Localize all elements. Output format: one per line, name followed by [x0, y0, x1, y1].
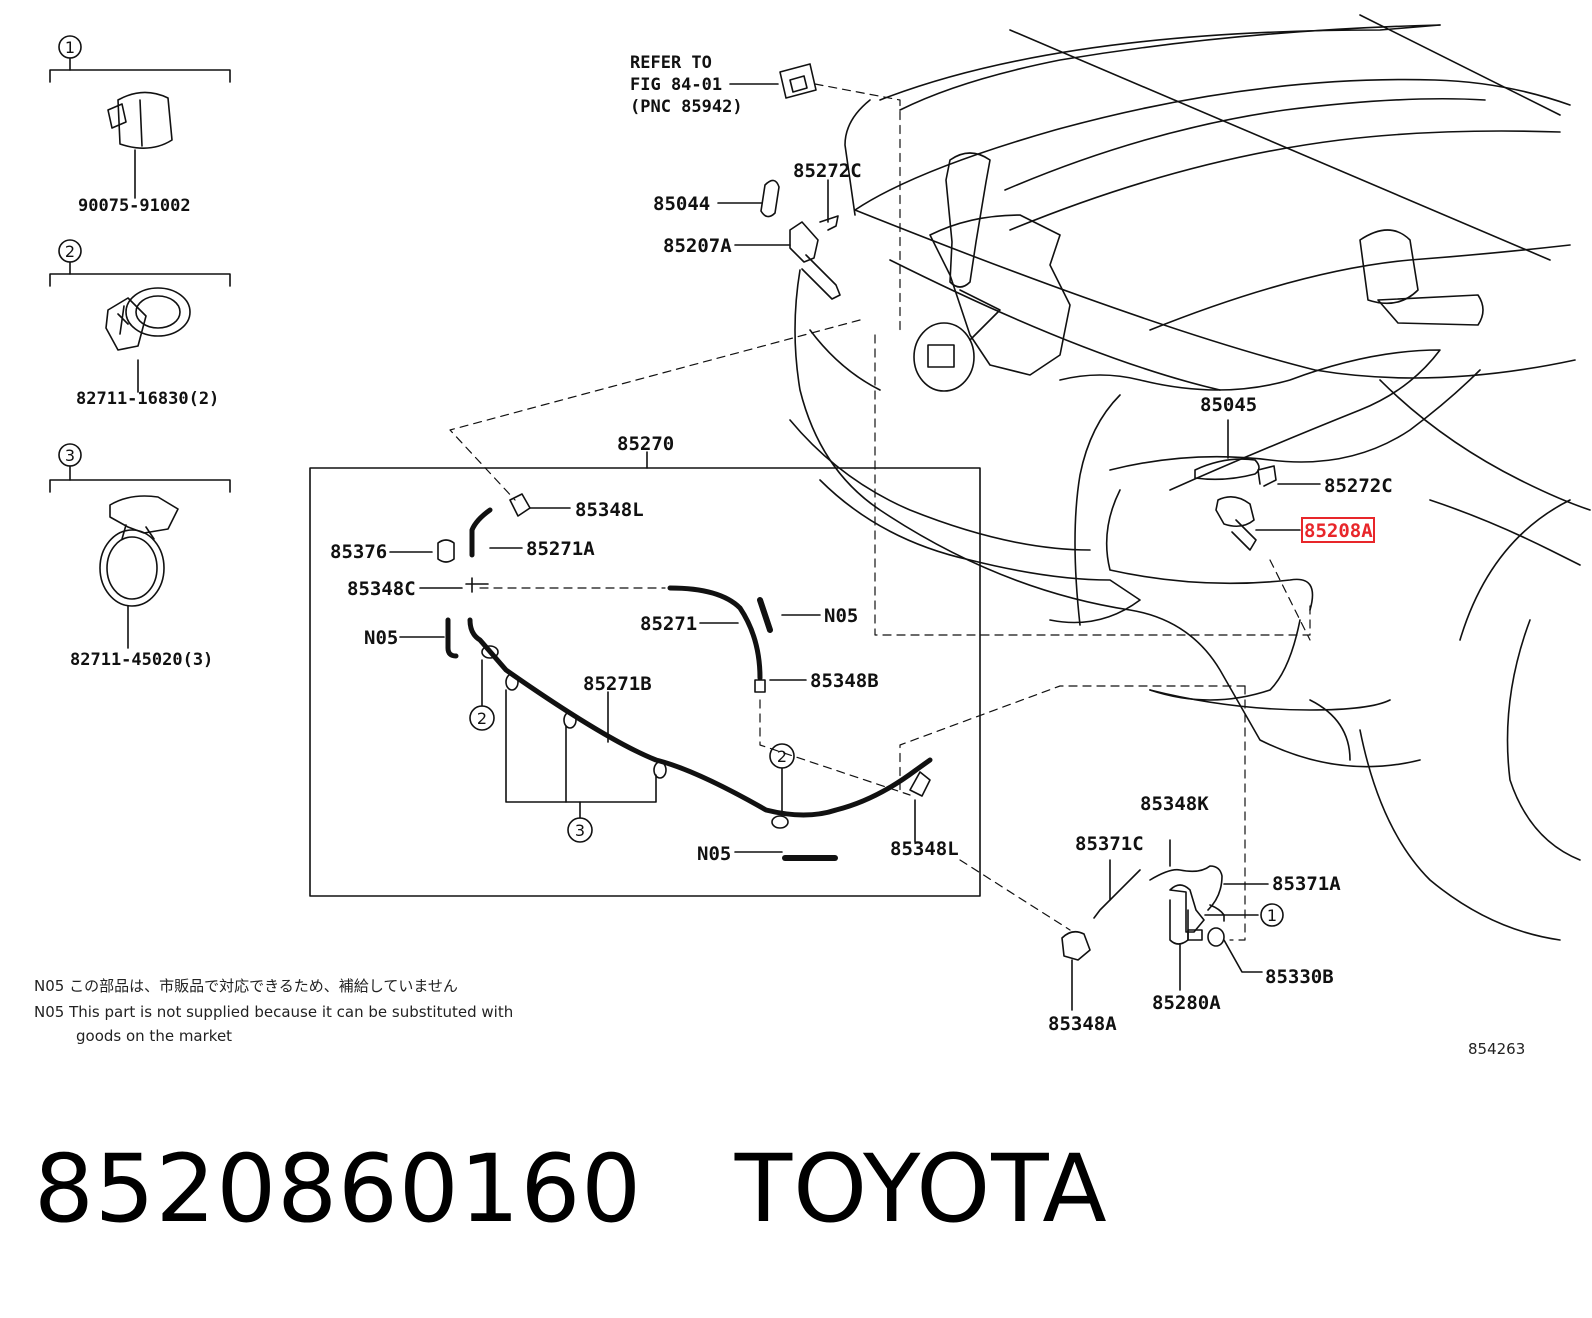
label-85348L-bottom[interactable]: 85348L [890, 838, 959, 860]
legend-part-1[interactable]: 90075-91002 [78, 196, 191, 216]
legend-num-3: 3 [65, 446, 75, 465]
hose-kit-frame [309, 467, 981, 897]
nozzle-assembly-top [717, 179, 841, 300]
label-85330B[interactable]: 85330B [1265, 966, 1334, 988]
note-en-2: goods on the market [76, 1027, 233, 1045]
label-85270[interactable]: 85270 [617, 433, 674, 455]
hose-kit-parts [389, 493, 933, 862]
circle-1-text: 1 [1267, 906, 1277, 925]
label-85348C[interactable]: 85348C [347, 578, 416, 600]
label-85271[interactable]: 85271 [640, 613, 697, 635]
dashed-leaders [449, 83, 1311, 941]
label-N05-b[interactable]: N05 [824, 605, 858, 627]
label-85371C[interactable]: 85371C [1075, 833, 1144, 855]
figure-code: 854263 [1468, 1040, 1526, 1058]
label-85371A[interactable]: 85371A [1272, 873, 1341, 895]
refer-part-icon [729, 63, 817, 99]
label-85348A[interactable]: 85348A [1048, 1013, 1117, 1035]
label-85348L-top[interactable]: 85348L [575, 499, 644, 521]
vehicle-outline [789, 14, 1591, 941]
label-85044[interactable]: 85044 [653, 193, 710, 215]
label-85348B[interactable]: 85348B [810, 670, 879, 692]
label-85272C-right[interactable]: 85272C [1324, 475, 1393, 497]
label-85271A[interactable]: 85271A [526, 538, 595, 560]
label-85348K[interactable]: 85348K [1140, 793, 1209, 815]
pump-assembly [1061, 839, 1284, 1011]
label-85280A[interactable]: 85280A [1152, 992, 1221, 1014]
circle-3-text: 3 [575, 821, 585, 840]
label-85045[interactable]: 85045 [1200, 394, 1257, 416]
highlight-box [1301, 517, 1375, 543]
label-85271B[interactable]: 85271B [583, 673, 652, 695]
legend-num-2: 2 [65, 242, 75, 261]
note-en-1: N05 This part is not supplied because it… [34, 1003, 514, 1021]
legend-item-1 [49, 35, 231, 199]
legend-item-2 [49, 239, 231, 393]
refer-line-1: REFER TO [630, 53, 712, 73]
legend-num-1: 1 [65, 38, 75, 57]
label-N05-c[interactable]: N05 [697, 843, 731, 865]
refer-line-3: (PNC 85942) [630, 97, 743, 117]
label-85272C-top[interactable]: 85272C [793, 160, 862, 182]
circle-2a-text: 2 [477, 709, 487, 728]
label-85207A[interactable]: 85207A [663, 235, 732, 257]
nozzle-assembly-right [1194, 419, 1321, 551]
note-jp: N05 この部品は、市販品で対応できるため、補給していません [34, 977, 458, 995]
label-N05-a[interactable]: N05 [364, 627, 398, 649]
part-caption: 8520860160 TOYOTA [34, 1135, 1108, 1244]
refer-line-2[interactable]: FIG 84-01 [630, 75, 722, 95]
label-85208A[interactable]: 85208A [1304, 520, 1373, 542]
legend-part-2[interactable]: 82711-16830(2) [76, 389, 219, 409]
legend-part-3[interactable]: 82711-45020(3) [70, 650, 213, 670]
washer-tank [913, 152, 1071, 392]
legend-item-3 [49, 443, 231, 649]
circle-2b-text: 2 [777, 747, 787, 766]
label-85376[interactable]: 85376 [330, 541, 387, 563]
